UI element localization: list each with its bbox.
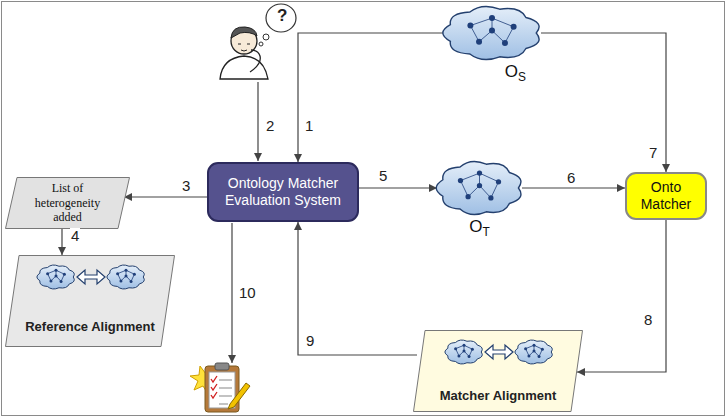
ontology-label: S <box>518 70 526 84</box>
ontology-node: OT <box>432 157 527 241</box>
ontology-label: O <box>505 62 518 81</box>
ontology-cloud <box>443 6 539 59</box>
callout-number: 4 <box>70 228 80 245</box>
node-label: Ontology Matcher Evaluation System <box>215 175 351 209</box>
ontology-cloud <box>436 161 521 214</box>
callout-number: 9 <box>305 333 315 350</box>
ontology-cloud <box>107 265 144 289</box>
flow-arrow <box>359 187 437 188</box>
flow-arrow <box>61 229 62 255</box>
callout-number: 7 <box>648 145 658 162</box>
node-text-group: Matcher Alignment <box>440 388 557 404</box>
data-parallelogram: List of heterogeneity added <box>5 177 130 229</box>
alignment-icon <box>37 265 144 289</box>
callout-number: 5 <box>378 168 388 185</box>
ontology-cloud <box>445 340 482 364</box>
report-clipboard <box>190 363 250 412</box>
data-parallelogram: Matcher Alignment <box>413 330 583 412</box>
node-text-group: List of heterogeneity added <box>21 181 114 224</box>
callout-number: 10 <box>238 285 257 302</box>
flow-arrow <box>541 33 666 172</box>
ontology-label: T <box>482 225 489 239</box>
node-label: Matcher Alignment <box>440 388 557 404</box>
flow-arrow <box>577 220 666 372</box>
flow-arrow <box>298 222 417 355</box>
node-label: Reference Alignment <box>25 319 155 335</box>
callout-number: 6 <box>566 170 576 187</box>
ontology-node: OS <box>438 2 546 86</box>
process-box: Onto Matcher <box>625 172 707 220</box>
node-text-group: Ontology Matcher Evaluation System <box>215 175 351 209</box>
callout-number: 1 <box>304 118 314 135</box>
question-mark: ? <box>276 7 288 26</box>
flow-arrow <box>124 196 207 197</box>
node-text-group: OT <box>469 217 490 239</box>
thinking-person <box>220 4 296 79</box>
ontology-cloud <box>37 265 74 289</box>
ontology-cloud <box>515 340 552 364</box>
ontology-label: O <box>469 217 482 236</box>
callout-number: 3 <box>181 178 191 195</box>
node-text-group: Reference Alignment <box>25 319 155 335</box>
node-text-group: Onto Matcher <box>631 179 701 213</box>
flow-arrow <box>522 187 625 188</box>
flow-line <box>231 223 232 363</box>
data-parallelogram: Reference Alignment <box>5 255 175 347</box>
callout-number: 8 <box>643 312 653 329</box>
node-text-group: OS <box>505 62 526 84</box>
flow-arrow <box>298 33 443 162</box>
callout-number: 2 <box>265 118 275 135</box>
node-label: List of heterogeneity added <box>21 181 114 224</box>
alignment-icon <box>445 340 552 364</box>
node-label: Onto Matcher <box>631 179 701 213</box>
process-box: Ontology Matcher Evaluation System <box>207 162 359 222</box>
node-outline <box>438 2 546 86</box>
flow-line <box>257 82 258 161</box>
